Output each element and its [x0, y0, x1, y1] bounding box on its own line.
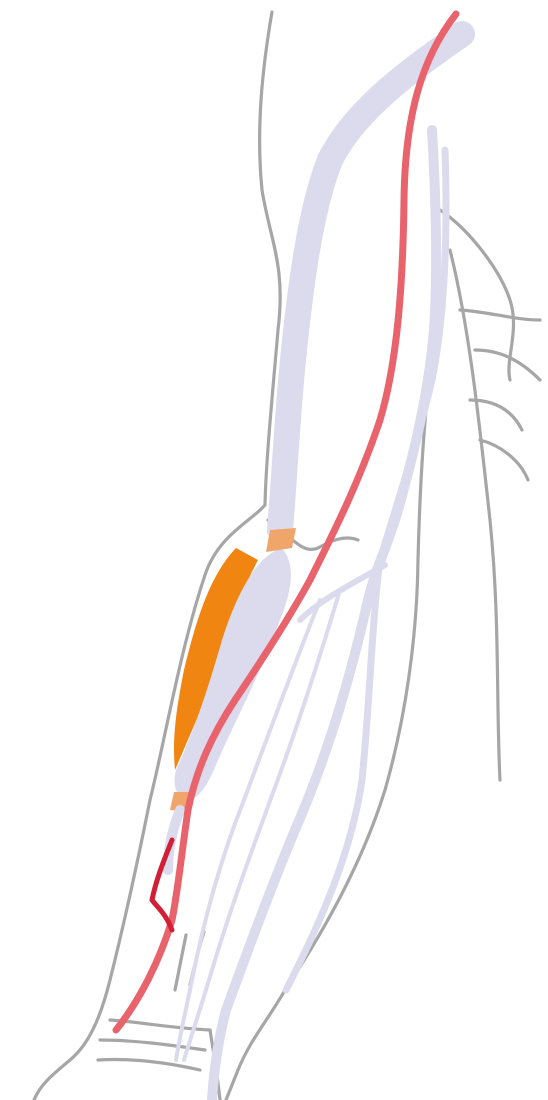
chest-fold-4: [480, 440, 528, 480]
torso-side-contour: [450, 250, 500, 780]
radial-artery-dark: [152, 840, 172, 930]
fistula-top-band: [266, 528, 296, 552]
tendon-line-1: [175, 935, 186, 990]
inner-arm-contour: [226, 340, 433, 1100]
chest-fold-2: [475, 350, 540, 380]
chest-fold-1: [460, 310, 540, 320]
